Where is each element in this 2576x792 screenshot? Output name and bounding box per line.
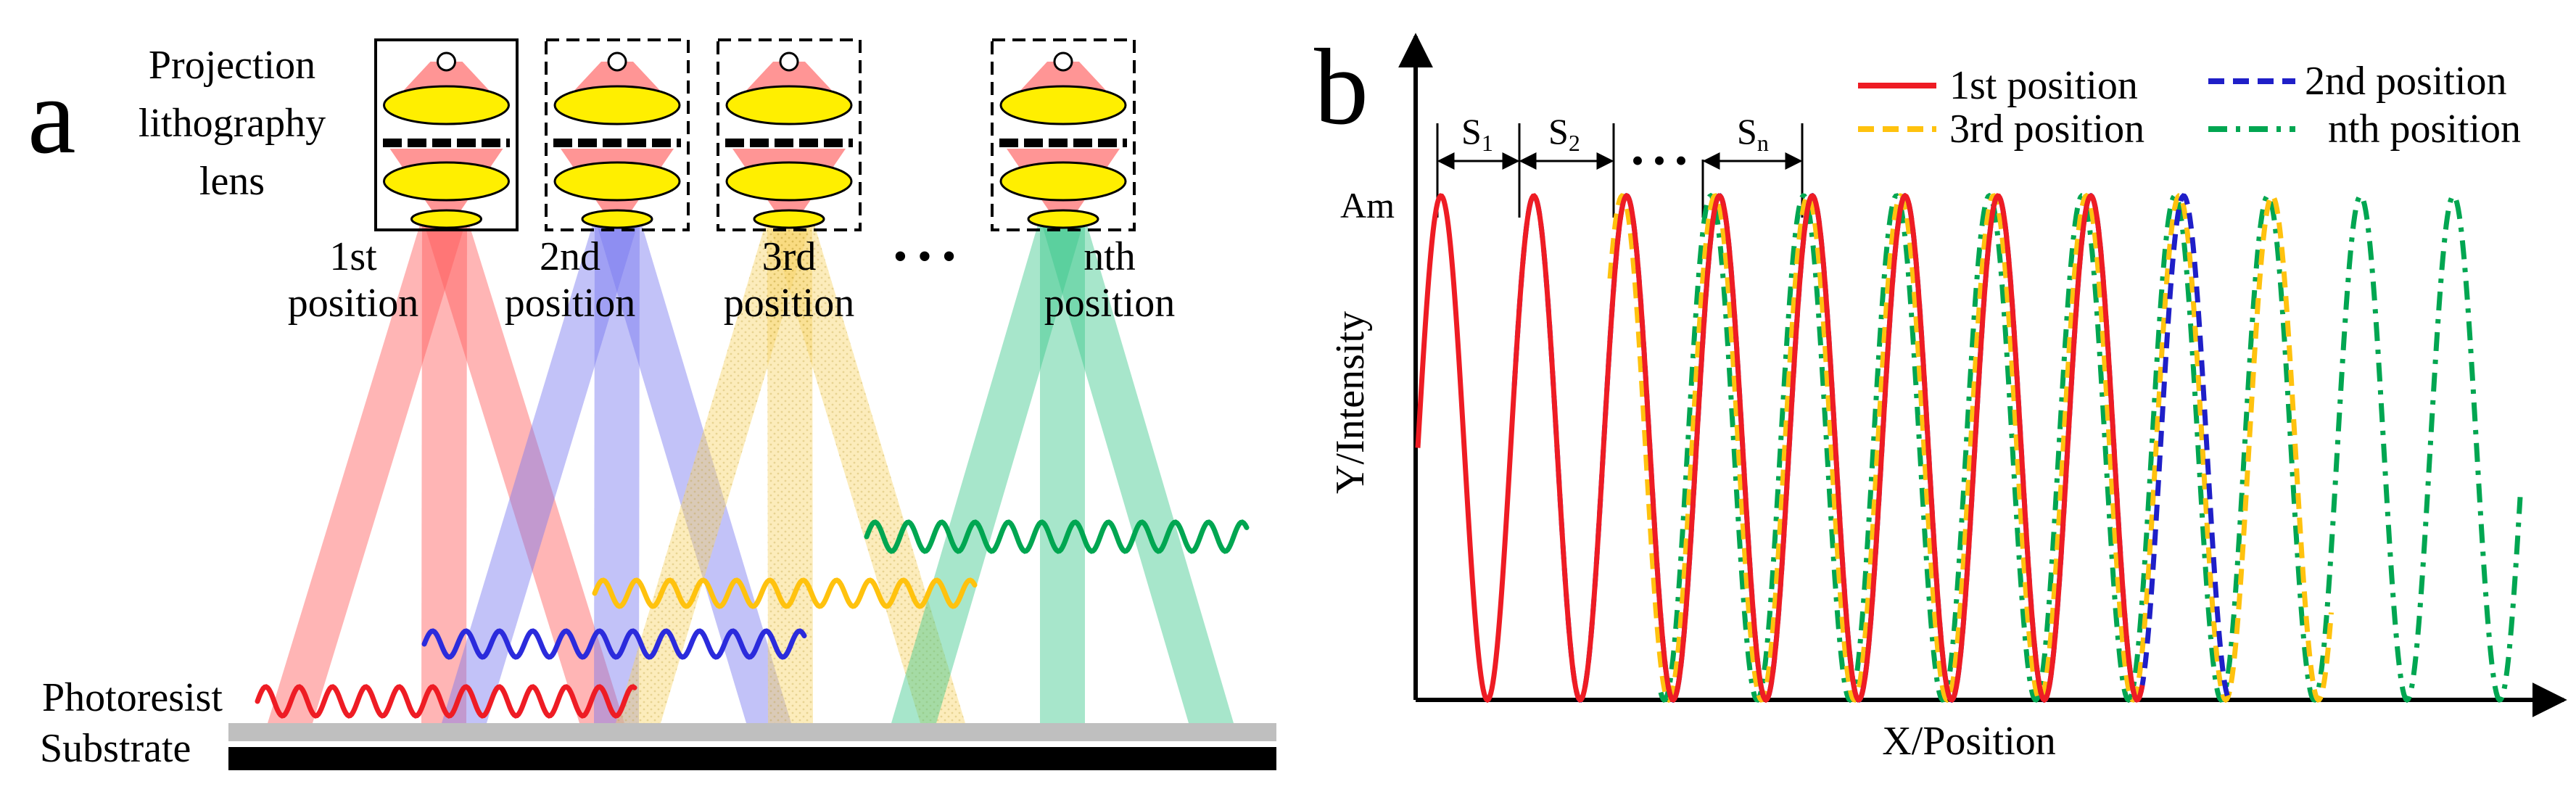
legend-label-3: 3rd position <box>1949 107 2144 152</box>
projection-lens <box>725 161 853 202</box>
lens-assembly-4 <box>991 38 1136 231</box>
shift-n-label: Sn <box>1737 111 1769 156</box>
projection-lens <box>999 161 1127 202</box>
intensity-curve-1 <box>1415 192 2145 704</box>
lens-frame <box>545 38 690 231</box>
position-n-label-line-1: nth <box>1083 234 1136 279</box>
condenser-lens <box>383 85 510 125</box>
projection-lens <box>383 161 510 202</box>
exposure-wave-4 <box>864 519 1250 554</box>
objective-lens <box>581 209 653 229</box>
phase-shift-markers: S1 S2 Sn • • • <box>1436 111 1804 218</box>
exposure-wave-2 <box>421 628 807 660</box>
lens-assembly-3 <box>717 38 862 231</box>
light-beam <box>891 218 1085 723</box>
panel-b-label: b <box>1314 27 1368 147</box>
shift-1-label: S1 <box>1461 111 1493 156</box>
objective-lens <box>1027 209 1099 229</box>
intensity-curve-3 <box>1607 192 2334 704</box>
position-3-label-line-1: 3rd <box>762 234 817 279</box>
position-1-label-line-1: 1st <box>329 234 377 279</box>
legend-label-2: 2nd position <box>2305 59 2506 104</box>
legend-label-4: nth position <box>2328 107 2521 152</box>
light-beam <box>442 218 640 723</box>
photoresist-label: Photoresist <box>42 675 223 720</box>
legend: 1st position 2nd position 3rd position n… <box>1858 59 2521 152</box>
exposure-wave-3 <box>592 577 978 609</box>
shift-2-label: S2 <box>1548 111 1580 156</box>
panel-b: b Y/Intensity X/Position Am S1 S2 Sn • •… <box>1314 27 2567 764</box>
light-source-icon <box>607 51 627 72</box>
light-source-icon <box>1053 51 1073 72</box>
lens-label-line-2: lithography <box>139 101 326 146</box>
panel-a-label: a <box>28 56 76 176</box>
lens-frame <box>991 38 1136 231</box>
lens-frame <box>374 38 519 231</box>
condenser-lens <box>725 85 853 125</box>
position-2-label-line-2: position <box>505 281 635 326</box>
substrate-layer <box>228 747 1276 770</box>
condenser-lens <box>999 85 1127 125</box>
amplitude-label: Am <box>1340 185 1395 226</box>
exposure-wave-1 <box>255 684 637 719</box>
lens-label-line-3: lens <box>199 159 265 204</box>
position-1-label-line-2: position <box>288 281 418 326</box>
light-beam <box>421 218 467 723</box>
intensity-curves <box>1415 192 2523 704</box>
shift-ellipsis: • • • <box>1631 140 1688 181</box>
condenser-lens <box>553 85 681 125</box>
lens-assembly-1 <box>374 38 519 231</box>
light-beam <box>1040 218 1234 723</box>
light-beam <box>1040 218 1085 723</box>
exposure-waves <box>255 519 1250 719</box>
light-beam <box>422 218 624 723</box>
intensity-curve-4 <box>1658 192 2523 704</box>
projection-lens <box>553 161 681 202</box>
substrate-label: Substrate <box>40 726 191 771</box>
objective-lens <box>410 209 482 229</box>
lens-label-line-1: Projection <box>149 43 315 88</box>
lens-assemblies <box>374 38 1136 231</box>
position-2-label-line-1: 2nd <box>540 234 600 279</box>
objective-lens <box>753 209 825 229</box>
photoresist-layer <box>228 723 1276 741</box>
position-n-label-line-2: position <box>1044 281 1175 326</box>
x-axis-label: X/Position <box>1882 719 2056 764</box>
lens-assembly-2 <box>545 38 690 231</box>
light-beam-texture <box>616 218 812 723</box>
positions-ellipsis: • • • <box>893 234 957 279</box>
y-axis-label: Y/Intensity <box>1328 311 1373 494</box>
position-labels: 1st position 2nd position 3rd position n… <box>288 234 1175 326</box>
light-source-icon <box>779 51 799 72</box>
light-beam <box>268 218 467 723</box>
panel-a: a Projection lithography lens 1st positi… <box>28 38 1276 771</box>
lens-frame <box>717 38 862 231</box>
position-3-label-line-2: position <box>724 281 854 326</box>
light-source-icon <box>437 51 456 72</box>
legend-label-1: 1st position <box>1949 63 2138 108</box>
